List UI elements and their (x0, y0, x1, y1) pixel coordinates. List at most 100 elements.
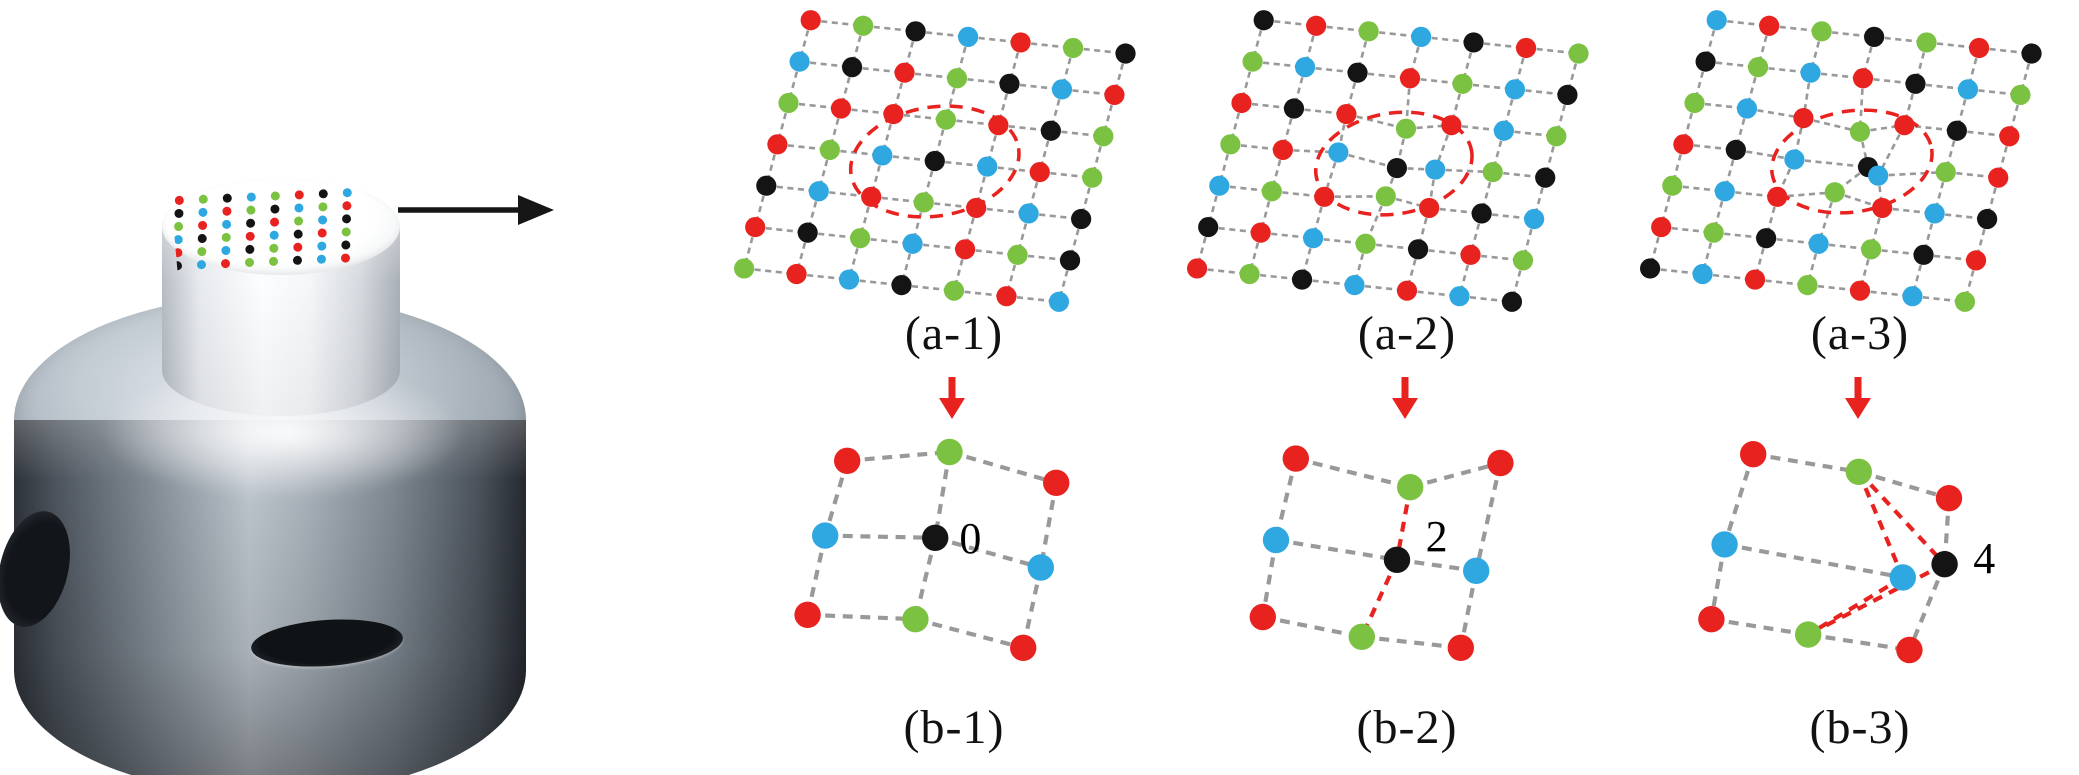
lattice-node (1965, 250, 1987, 271)
lattice-node (1913, 244, 1934, 265)
sample-dot (294, 216, 304, 226)
sample-dot (222, 219, 232, 229)
sample-dot-pattern (173, 188, 352, 271)
lattice-bond (1405, 123, 1452, 131)
broken-bond (1857, 470, 1947, 566)
local-graph-b-3: 4 (1698, 441, 1995, 664)
sample-dot (222, 193, 232, 203)
lattice-node (1344, 275, 1365, 296)
lattice-node (838, 269, 860, 290)
lattice-node (1744, 269, 1766, 290)
panel-column-1: (a-1) 0 (b-1) (734, 0, 1173, 775)
lattice-node (1471, 203, 1492, 224)
lattice-node (996, 286, 1017, 307)
sample-dot (174, 222, 184, 232)
lattice-node (902, 233, 923, 254)
sample-dot (246, 218, 256, 228)
lattice-node (1425, 159, 1446, 180)
lattice-bond (1404, 78, 1412, 129)
local-bond (1709, 544, 1727, 620)
lattice-node (1957, 79, 1979, 100)
lattice-node (894, 62, 915, 83)
lattice-node (1557, 84, 1578, 105)
lattice-node (853, 15, 874, 36)
lattice-node (1253, 10, 1274, 31)
local-node (1249, 603, 1276, 631)
sample-dot (342, 214, 352, 224)
lattice-node (1852, 68, 1874, 89)
lattice-node (1018, 203, 1039, 224)
lattice-node (1695, 51, 1716, 72)
lattice-node (1040, 120, 1061, 141)
sample-dot (268, 256, 278, 266)
lattice-node (1977, 208, 1998, 230)
local-graph-b-2: 2 (1249, 445, 1514, 661)
lattice-bond (1794, 158, 1869, 169)
local-node (1463, 557, 1490, 584)
lattice-node (1386, 157, 1407, 179)
lattice-node (1441, 115, 1462, 136)
lattice-node (1894, 115, 1915, 136)
lattice-node (943, 280, 965, 301)
local-bond (823, 460, 850, 537)
local-node (1447, 634, 1474, 661)
lattice-node (1999, 126, 2020, 147)
lattice-node (2021, 43, 2042, 64)
lattice-node (1291, 269, 1313, 290)
lattice-node (1347, 62, 1368, 83)
local-node (902, 606, 929, 633)
label-a-2: (a-2) (1357, 307, 1457, 360)
lattice-node (778, 92, 799, 114)
lattice-node (1082, 167, 1103, 188)
lattice-node (1651, 217, 1672, 238)
local-node (936, 438, 963, 466)
lattice-node (1452, 73, 1473, 94)
sample-dot (269, 230, 279, 240)
sample-dot (318, 202, 328, 212)
red-arrow-head (1392, 398, 1418, 419)
lattice-node (1767, 186, 1788, 207)
sample-dot (173, 248, 183, 258)
sample-dot (269, 243, 279, 253)
lattice-node (955, 239, 976, 260)
sample-dot (317, 228, 327, 238)
lattice-node (1736, 98, 1758, 119)
local-node (794, 601, 821, 628)
sample-dot (196, 260, 206, 270)
sample-dot (294, 203, 304, 213)
local-node (1487, 449, 1514, 477)
defect-count: 4 (1973, 534, 1995, 583)
lattice-node (1868, 165, 1889, 186)
sample-dot (318, 215, 328, 225)
local-bond (1807, 632, 1910, 653)
lattice-node (872, 145, 893, 166)
lattice-bond (1834, 191, 1883, 210)
lattice-node (1849, 121, 1871, 142)
broken-bond (1807, 575, 1904, 637)
lattice-a-2 (1187, 10, 1589, 312)
lattice-node (1336, 103, 1357, 125)
lattice-node (819, 139, 840, 160)
zoom-arrow-head (518, 195, 554, 225)
lattice-node (1062, 37, 1084, 59)
sample-dot (198, 207, 208, 217)
local-bond (914, 617, 1024, 650)
sample-dot (245, 231, 255, 241)
lattice-node (1916, 32, 1937, 53)
lattice-node (935, 109, 957, 130)
sample-dot (197, 247, 207, 257)
lattice-node (1501, 291, 1523, 312)
local-bond (1722, 453, 1756, 546)
lattice-node (1220, 134, 1241, 155)
sample-dot (174, 195, 184, 205)
lattice-node (745, 217, 766, 238)
lattice-node (1946, 120, 1967, 141)
lattice-node (905, 21, 926, 42)
lattice-node (756, 175, 777, 196)
lattice-node (1811, 21, 1832, 42)
lattice-node (1797, 275, 1818, 296)
red-down-arrow-3 (1845, 377, 1871, 419)
lattice-node (1493, 120, 1514, 141)
lattice-bond (1434, 124, 1453, 171)
